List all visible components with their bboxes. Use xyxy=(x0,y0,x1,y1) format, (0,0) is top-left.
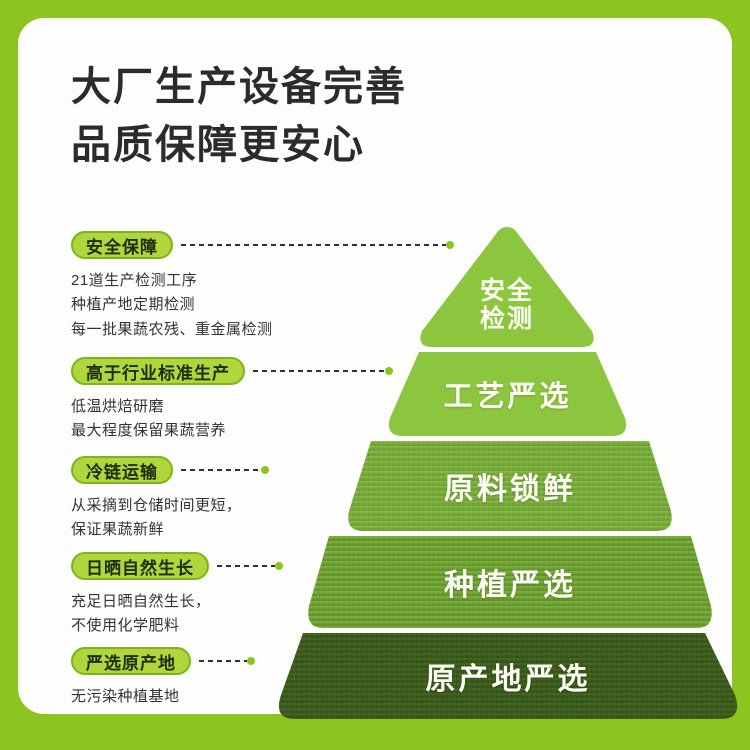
pyramid-tier-1: 安全 检测 xyxy=(412,223,602,351)
pyramid-tier-4-label: 种植严选 xyxy=(444,569,576,602)
pyramid-tier-5-label: 原产地严选 xyxy=(425,663,591,696)
trapezoid-shape-icon xyxy=(278,633,738,719)
connector-line-icon xyxy=(181,466,269,474)
pyramid-tier-3-label: 原料锁鲜 xyxy=(444,473,576,506)
badge-cold-chain-transport[interactable]: 冷链运输 xyxy=(71,456,173,484)
badge-row: 日晒自然生长 xyxy=(71,551,283,581)
pyramid-tier-2: 工艺严选 xyxy=(385,352,630,436)
connector-line-icon xyxy=(217,562,283,570)
page-title: 大厂生产设备完善 品质保障更安心 xyxy=(71,58,631,174)
annotation-detail: 保证果蔬新鲜 xyxy=(71,521,165,539)
annotation-detail: 无污染种植基地 xyxy=(71,688,180,705)
pyramid-tier-2-label: 工艺严选 xyxy=(443,381,572,413)
annotation-detail: 最大程度保留果蔬营养 xyxy=(71,422,227,440)
badge-sun-natural-growth[interactable]: 日晒自然生长 xyxy=(71,552,209,580)
annotation-detail: 充足日晒自然生长， xyxy=(71,593,211,610)
annotation-group-1: 安全保障 21道生产检测工序 种植产地定期检测 每一批果蔬农残、重金属检测 xyxy=(71,230,454,342)
annotation-group-5: 严选原产地 无污染种植基地 xyxy=(71,646,255,709)
connector-line-icon xyxy=(181,241,454,249)
trapezoid-shape-icon xyxy=(388,352,627,436)
badge-selected-origin[interactable]: 严选原产地 xyxy=(71,647,191,675)
connector-line-icon xyxy=(199,657,255,665)
headline-line-1: 大厂生产设备完善 xyxy=(71,65,407,109)
pyramid-tier-5: 原产地严选 xyxy=(273,633,743,719)
quality-pyramid: 安全 检测 工艺严选 xyxy=(273,223,743,719)
triangle-shape-icon xyxy=(420,227,594,347)
badge-row: 冷链运输 xyxy=(71,455,269,485)
annotation-detail: 每一批果蔬农残、重金属检测 xyxy=(71,320,273,338)
annotation-detail: 21道生产检测工序 xyxy=(71,272,198,289)
connector-line-icon xyxy=(253,367,393,375)
trapezoid-shape-icon xyxy=(308,536,712,628)
badge-safety-guarantee[interactable]: 安全保障 xyxy=(71,231,173,259)
pyramid-tier-3: 原料锁鲜 xyxy=(345,441,675,531)
annotation-detail: 种植产地定期检测 xyxy=(71,296,196,314)
badge-row: 高于行业标准生产 xyxy=(71,356,393,386)
content-card: 大厂生产设备完善 品质保障更安心 安全 检测 工艺严选 xyxy=(18,18,738,719)
badge-row: 安全保障 xyxy=(71,230,454,260)
annotation-group-4: 日晒自然生长 充足日晒自然生长， 不使用化学肥料 xyxy=(71,551,283,639)
annotation-group-3: 冷链运输 从采摘到仓储时间更短， 保证果蔬新鲜 xyxy=(71,455,269,543)
annotation-detail: 从采摘到仓储时间更短， xyxy=(71,497,242,514)
pyramid-tier-4: 种植严选 xyxy=(305,536,715,628)
annotation-group-2: 高于行业标准生产 低温烘焙研磨 最大程度保留果蔬营养 xyxy=(71,356,393,444)
pyramid-tier-1-label: 安全 检测 xyxy=(479,277,534,333)
trapezoid-shape-icon xyxy=(348,441,672,531)
badge-row: 严选原产地 xyxy=(71,646,255,676)
annotation-detail: 不使用化学肥料 xyxy=(71,617,180,635)
badge-above-industry-standard[interactable]: 高于行业标准生产 xyxy=(71,357,245,385)
headline-line-2: 品质保障更安心 xyxy=(71,123,365,167)
annotation-detail: 低温烘焙研磨 xyxy=(71,398,165,415)
